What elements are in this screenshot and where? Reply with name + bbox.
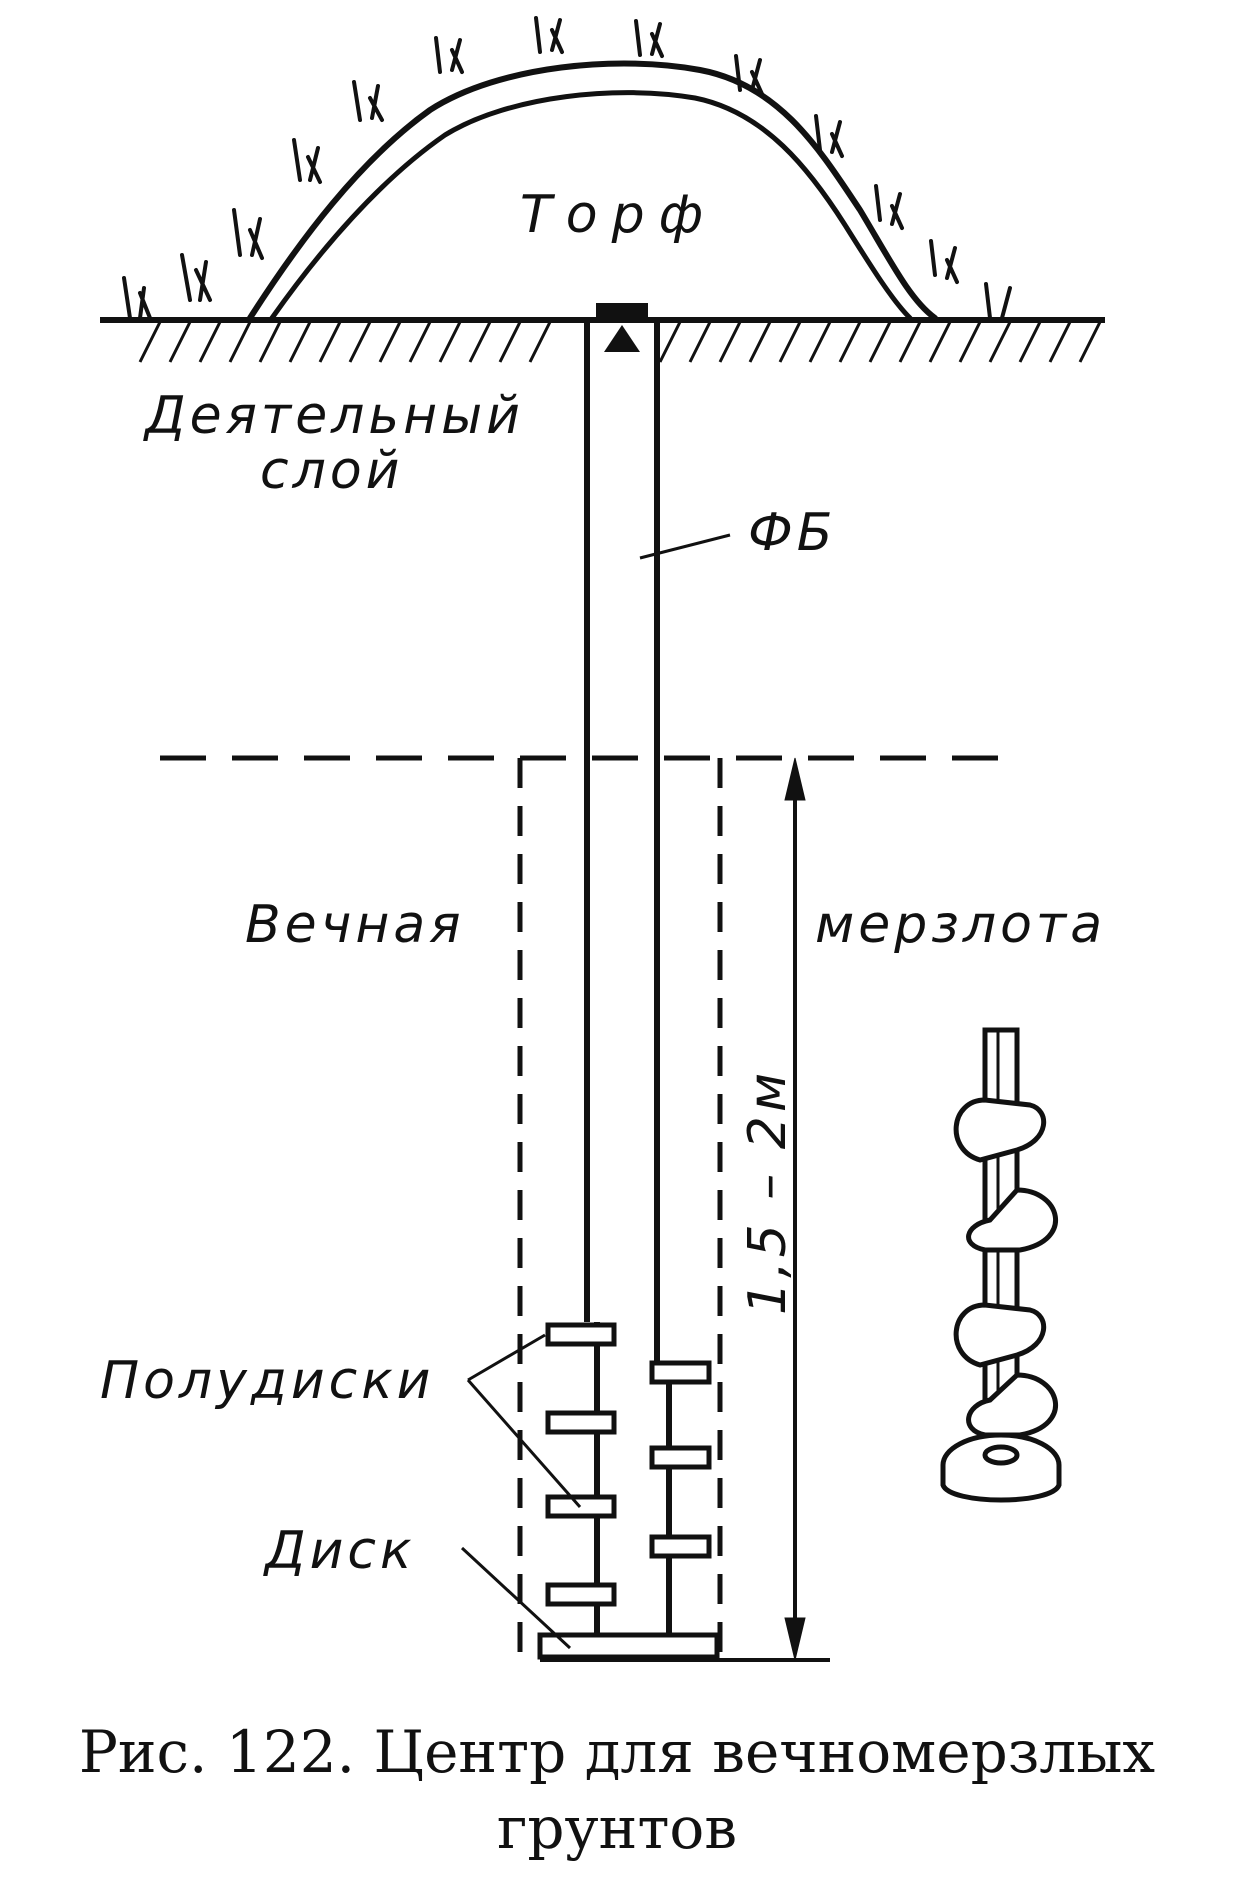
label-fb: ФБ	[748, 503, 836, 563]
label-permafrost-left: Вечная	[245, 895, 465, 955]
half-disc	[649, 1360, 712, 1385]
half-discs-left	[545, 1322, 617, 1607]
leader-disc	[460, 1546, 572, 1650]
permafrost-boundary	[160, 755, 1020, 1662]
label-peat: Торф	[520, 185, 717, 245]
label-depth: 1,5 – 2м	[738, 1069, 798, 1315]
label-half-discs: Полудиски	[100, 1351, 434, 1411]
mound-outer-outline	[247, 60, 938, 321]
mark-triangle	[604, 325, 640, 352]
half-disc	[649, 1534, 712, 1559]
half-disc	[545, 1582, 617, 1607]
half-disc	[545, 1410, 617, 1435]
half-discs-right	[649, 1360, 712, 1559]
survey-mark	[596, 303, 648, 352]
ground-hatching	[138, 321, 1102, 363]
leader-half-discs-1	[467, 1333, 546, 1382]
label-permafrost-right: мерзлота	[815, 895, 1106, 955]
leader-half-discs-2	[466, 1379, 582, 1508]
grass-tufts	[122, 16, 1012, 320]
bottom-disc	[537, 1632, 720, 1660]
leader-fb	[639, 533, 731, 560]
depth-dimension	[784, 757, 806, 1661]
leader-lines	[460, 533, 731, 1650]
half-disc	[545, 1322, 617, 1347]
label-active-layer-2: слой	[260, 441, 403, 501]
mound-inner-outline	[269, 90, 913, 321]
concrete-pillar	[584, 320, 672, 1643]
peat-mound	[247, 60, 938, 321]
pillar-perspective-sketch	[940, 1027, 1062, 1503]
ground-surface	[100, 317, 1105, 363]
label-active-layer-1: Деятельный	[143, 386, 524, 446]
label-disc: Диск	[263, 1521, 415, 1581]
half-disc	[649, 1445, 712, 1470]
half-disc	[545, 1494, 617, 1519]
caption-line-1: Рис. 122. Центр для вечномерзлых	[79, 1718, 1155, 1786]
caption-line-2: грунтов	[497, 1794, 737, 1862]
